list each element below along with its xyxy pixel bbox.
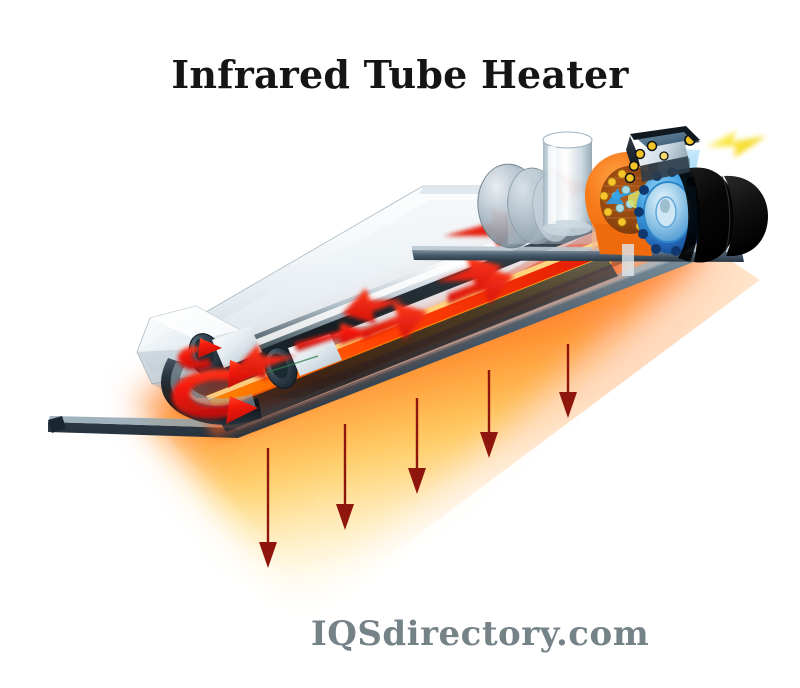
radiation-arrow-1 [259,448,277,568]
blower-motor-rear [724,175,768,257]
intake-air-arrow [706,131,766,158]
blower-motor-front [690,167,737,263]
tube-lower-underside [214,256,618,432]
u-turn-arrow-large [171,368,238,419]
flow-arrow-upper-3 [436,256,502,292]
blower-motor [676,167,768,263]
control-box-left-side [626,136,640,168]
u-turn-arrow-small [177,346,212,371]
radiation-arrow-5 [559,344,577,418]
tube-coupling-left [212,326,262,368]
infrared-radiation-arrows [259,344,577,568]
exhaust-stack [542,131,593,236]
control-box-lower [640,156,690,182]
flow-arrow-upper-2 [342,288,404,324]
u-turn-flow-arrows [171,322,373,424]
burner-air-arrow-small [606,188,636,204]
watermark: IQSdirectory.com [310,614,650,654]
radiation-arrow-3 [408,398,426,494]
burner-shaft [622,244,634,276]
radiation-arrow-2 [336,424,354,530]
mounting-rail-bar [412,250,744,262]
control-box [624,126,700,184]
exhaust-stack-top [542,131,593,149]
page-title: Infrared Tube Heater [171,52,629,97]
radiation-arrow-4 [480,370,498,458]
blower-motor-shadow [676,168,699,262]
intake-air-arrow-shape [706,131,766,158]
reflector-corner-bracket [48,416,66,433]
flow-arrow-upper-1 [234,344,296,380]
flow-arrow-lower-1 [362,302,428,340]
u-turn-arrow-inlet [293,322,373,352]
